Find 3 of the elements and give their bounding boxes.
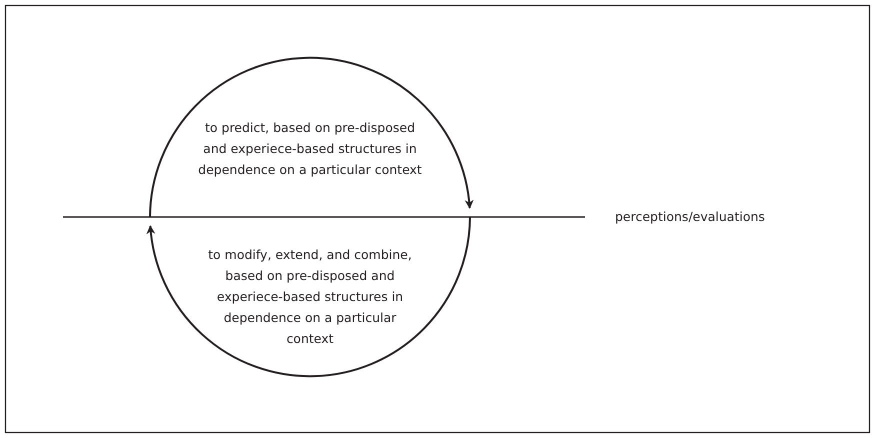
description-text: to modify, extend, and combine, based on pre-disposed and experiece-based structures in dependence on a particular context [207, 246, 413, 348]
description-text: to predict, based on pre-disposed and experiece-based structures in dependence on a particular context [197, 119, 423, 179]
axis-label: perceptions/evaluations [615, 208, 766, 226]
